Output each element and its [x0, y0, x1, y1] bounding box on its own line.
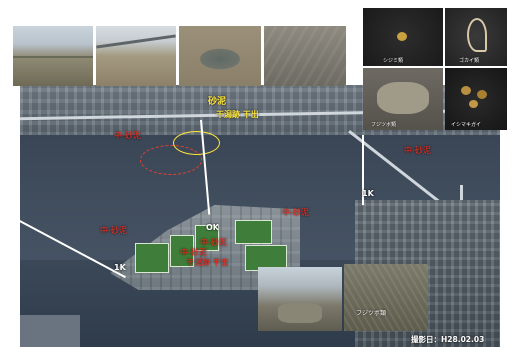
label-1k-east: 1K — [362, 189, 374, 198]
label-ok: OK — [206, 223, 219, 232]
label-tidal-flat: 干潟跡 干出 — [216, 110, 259, 119]
specimen-photo-barnacle: フジツボ類 — [363, 68, 443, 130]
bridge-deck — [96, 34, 176, 49]
site-photo-puddle — [179, 26, 261, 86]
shoreline — [13, 56, 93, 58]
worm-icon — [467, 18, 487, 52]
label-survey-island-e: 中-砂泥 — [180, 248, 207, 257]
specimen-photo-clam: シジミ類 — [363, 8, 443, 66]
tidal-flat-outline — [173, 131, 220, 155]
snail-shell-icon — [477, 90, 487, 99]
sports-field — [195, 225, 219, 251]
label-survey-east-b: 中-砂泥 — [404, 146, 431, 155]
clam-shell-icon — [397, 32, 407, 41]
specimen-caption: シジミ類 — [383, 58, 404, 64]
barnacle-rock-icon — [377, 82, 429, 114]
label-1k-west: 1K — [114, 263, 126, 272]
sports-field — [245, 245, 287, 271]
guide-line — [362, 135, 364, 205]
label-survey-west-g: 中-砂泥 — [100, 226, 127, 235]
label-sand-mud: 砂泥 — [208, 97, 227, 107]
specimen-photo-snail: イシマキガイ — [445, 68, 507, 130]
survey-area-outline — [140, 145, 202, 175]
label-survey-island-d: 中-砂泥 — [200, 238, 227, 247]
rock-pile — [278, 303, 322, 323]
specimen-caption: フジツボ類 — [371, 122, 397, 128]
snail-shell-icon — [461, 86, 471, 95]
site-photo-rocks — [258, 267, 342, 331]
sports-field — [170, 235, 194, 267]
label-survey-west-a: 中-砂泥 — [114, 131, 141, 140]
site-photo-barnacle-wall: フジツボ類 — [344, 264, 428, 331]
site-photo-riverbank — [13, 26, 93, 86]
photo-date: 撮影日：H28.02.03 — [411, 335, 485, 344]
label-survey-mid-c: 中-砂泥 — [282, 208, 309, 217]
sports-field — [135, 243, 169, 273]
site-photo-mud — [264, 26, 346, 86]
sports-field — [235, 220, 272, 244]
label-survey-island-f: 干潟跡 干出 — [186, 258, 229, 267]
specimen-caption: イシマキガイ — [451, 122, 482, 128]
specimen-caption: ゴカイ類 — [459, 58, 480, 64]
southwest-pier — [20, 315, 80, 347]
specimen-photo-worm: ゴカイ類 — [445, 8, 507, 66]
snail-shell-icon — [469, 100, 478, 108]
site-photo-bridge — [96, 26, 176, 86]
photo-caption: フジツボ類 — [356, 310, 387, 317]
